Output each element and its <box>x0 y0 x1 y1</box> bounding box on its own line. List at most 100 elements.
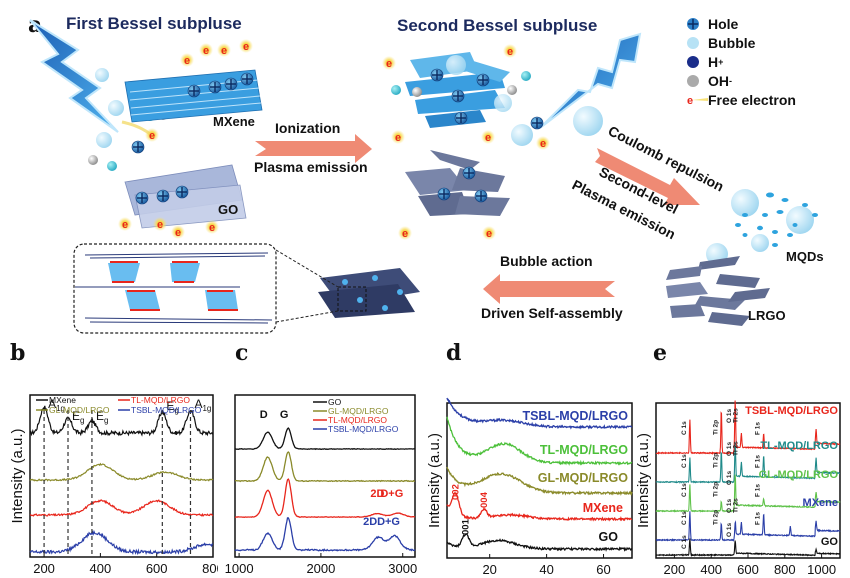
plot-frame <box>446 402 633 559</box>
series-inline-label: TSBL-MQD/LRGO <box>745 405 838 417</box>
lrgo-label: LRGO <box>748 308 786 323</box>
peak-annotation: 001 <box>461 518 472 535</box>
second-bessel-title: Second Bessel subpluse <box>397 16 598 35</box>
peak-annotation: A1g <box>194 397 211 413</box>
peak-annotation: 004 <box>479 491 490 508</box>
legend-label: H <box>708 53 719 70</box>
series-line-tsbl-mqd-lrgo <box>656 400 841 455</box>
peak-label: Ti 2s <box>732 441 739 456</box>
mxene-stack <box>124 39 263 123</box>
series-inline-label: GO <box>821 536 839 548</box>
y-axis-label: Intensity (a.u.) <box>635 433 652 528</box>
legend-label: Hole <box>708 15 739 32</box>
y-axis-label: Intensity (a.u.) <box>426 433 443 528</box>
series-line-go <box>446 533 632 552</box>
peak-label: O 1s <box>726 409 733 423</box>
peak-label: F 1s <box>755 512 762 525</box>
oh-minus-icon <box>686 74 708 88</box>
peak-annotation: Eg <box>72 409 84 425</box>
peak-annotation: 2D <box>370 488 384 500</box>
x-tick-label: 600 <box>737 562 759 577</box>
legend-label: Bubble <box>708 34 756 51</box>
series-line-tl-mqd-lrgo <box>446 416 633 466</box>
chart-e-xps: 2004006008001000Binding energy (eV)Inten… <box>635 400 841 577</box>
legend-label: TL-MQD/LRGO <box>328 415 387 425</box>
series-line-tl-mqd-lrgo <box>234 478 416 519</box>
lightning-bolt-icon-left <box>29 19 119 133</box>
legend-item-oh-minus: OH- <box>686 71 796 90</box>
series-line-gl-mqd-lrgo <box>446 466 633 497</box>
peak-annotation: Eg <box>166 399 178 415</box>
peak-annotation: 002 <box>451 484 462 500</box>
peak-label: Ti 2p <box>712 482 719 497</box>
x-tick-label: 600 <box>146 561 168 576</box>
arrow3-bottom-label: Driven Self-assembly <box>481 305 623 321</box>
lightning-bolt-icon-right <box>539 32 642 129</box>
go-label: GO <box>218 202 238 217</box>
x-tick-label: 200 <box>664 562 686 577</box>
schematic-legend: Hole Bubble H+ OH- e Free electron <box>686 14 796 109</box>
hole-icon <box>686 17 708 31</box>
arrow-coulomb <box>595 148 700 205</box>
series-inline-label: MXene <box>583 501 623 515</box>
go-sheets <box>118 164 247 239</box>
h-plus-icon <box>686 55 708 69</box>
series-line-go <box>655 538 841 558</box>
peak-annotation: D <box>260 409 268 421</box>
peak-label: F 1s <box>755 422 762 435</box>
series-line-tl-mqd-lrgo <box>655 444 840 484</box>
x-tick-label: 1000 <box>225 561 254 576</box>
legend-label: MXene <box>49 395 76 405</box>
x-tick-label: 3000 <box>388 561 417 576</box>
series-inline-label: GL-MQD/LRGO <box>759 469 839 481</box>
peak-label: O 1s <box>726 442 733 456</box>
legend-label: TSBL-MQD/LRGO <box>131 405 202 415</box>
lrgo-sheets <box>666 243 770 326</box>
legend-label: OH <box>708 72 729 89</box>
series-inline-label: TL-MQD/LRGO <box>540 443 628 457</box>
peak-label: C 1s <box>681 511 688 525</box>
peak-annotation: A1g <box>48 397 65 413</box>
legend-item-hole: Hole <box>686 14 796 33</box>
chart-d-xrd: 2040602 theta (degree)Intensity (a.u.)TS… <box>426 397 633 577</box>
mxene-label: MXene <box>213 114 255 129</box>
series-inline-label: GL-MQD/LRGO <box>538 471 629 485</box>
series-line-mxene <box>446 491 633 522</box>
panel-b-letter: b <box>10 340 26 366</box>
peak-label: Ti 2p <box>712 420 719 435</box>
legend-item-bubble: Bubble <box>686 33 796 52</box>
peak-annotation: D+G <box>380 488 403 500</box>
peak-label: Ti 2p <box>712 453 719 468</box>
peak-annotation: D+G <box>377 516 400 528</box>
series-inline-label: TL-MQD/LRGO <box>760 440 838 452</box>
x-tick-label: 200 <box>33 561 55 576</box>
peak-label: O 1s <box>726 471 733 485</box>
peak-label: Ti 2p <box>712 510 719 525</box>
fragmented-mxene <box>382 44 531 144</box>
panel-d-letter: d <box>446 340 462 366</box>
panel-c-letter: c <box>235 340 249 366</box>
series-line-gl-mqd-lrgo <box>655 474 841 513</box>
legend-item-free-electron: e Free electron <box>686 90 796 109</box>
peak-label: F 1s <box>755 484 762 497</box>
legend-sup: + <box>718 56 724 67</box>
series-inline-label: TSBL-MQD/LRGO <box>522 409 628 423</box>
series-line-tsbl-mqd-lrgo <box>446 397 633 430</box>
svg-text:e: e <box>687 95 693 107</box>
schematic-illustration: e MXene GO Ionization Plasma e <box>29 19 824 334</box>
peak-annotation: G <box>280 409 289 421</box>
x-tick-label: 60 <box>596 562 610 577</box>
plot-frame <box>234 394 416 558</box>
legend-sup: - <box>729 75 732 86</box>
x-tick-label: 40 <box>539 562 553 577</box>
legend-label: Free electron <box>708 91 796 108</box>
peak-label: C 1s <box>681 535 688 549</box>
legend-label: TSBL-MQD/LRGO <box>328 424 399 434</box>
peak-label: O 1s <box>726 499 733 513</box>
fragmented-go <box>398 150 510 240</box>
x-tick-label: 1000 <box>807 562 836 577</box>
peak-annotation: Eg <box>96 409 108 425</box>
peak-label: F 1s <box>755 455 762 468</box>
legend-label: TL-MQD/LRGO <box>131 395 190 405</box>
arrow1-bottom-label: Plasma emission <box>254 159 368 175</box>
